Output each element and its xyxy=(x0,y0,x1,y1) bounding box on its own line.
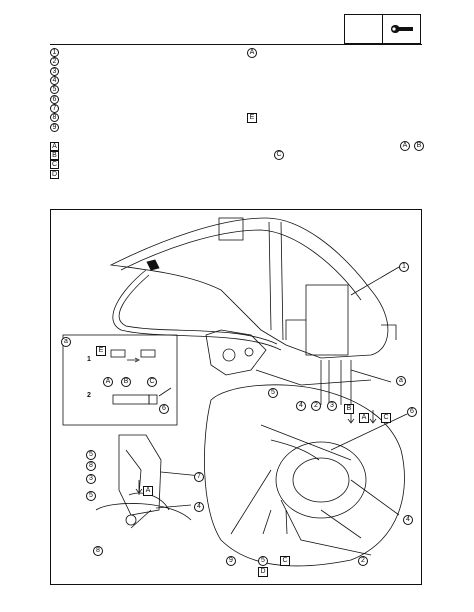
callout: 5 xyxy=(258,556,268,566)
ref-mark: C xyxy=(274,150,284,160)
callout: C xyxy=(280,556,290,566)
legend-item: 9 xyxy=(50,122,59,132)
legend-number: 8 xyxy=(50,113,59,123)
legend-letter: C xyxy=(50,160,59,170)
callout: 3 xyxy=(86,474,96,484)
callout: C xyxy=(381,413,391,423)
callout: 5 xyxy=(86,491,96,501)
callout: 4 xyxy=(403,515,413,525)
legend-item: D xyxy=(50,169,59,179)
legend-letter: D xyxy=(50,169,59,179)
legend-item: C xyxy=(50,160,59,170)
callout: B xyxy=(121,377,131,387)
legend-number: 7 xyxy=(50,103,59,113)
ref-mark: A xyxy=(400,141,410,151)
callout: 7 xyxy=(194,472,204,482)
callout: B xyxy=(344,404,354,414)
callout: 8 xyxy=(93,546,103,556)
callout: 5 xyxy=(86,450,96,460)
page-badge xyxy=(344,14,421,44)
legend-number: 4 xyxy=(50,76,59,86)
legend-item: 4 xyxy=(50,76,59,86)
legend-item: 3 xyxy=(50,66,59,76)
legend-item: 8 xyxy=(50,113,59,123)
legend-letter: B xyxy=(50,151,59,161)
callout: C xyxy=(147,377,157,387)
legend-number: 1 xyxy=(50,48,59,58)
callout: 9 xyxy=(226,556,236,566)
legend-item: 5 xyxy=(50,85,59,95)
callout: a xyxy=(396,376,406,386)
callout: 2 xyxy=(358,556,368,566)
badge-divider xyxy=(382,15,383,43)
callout: A xyxy=(143,486,153,496)
wrench-icon xyxy=(391,24,413,34)
legend-item: 1 xyxy=(50,48,59,58)
legend-number: 5 xyxy=(50,85,59,95)
callout: 2 xyxy=(311,401,321,411)
inset-label: 1 xyxy=(87,356,91,363)
callout: 5 xyxy=(268,388,278,398)
legend-item: 7 xyxy=(50,103,59,113)
callout: 4 xyxy=(194,502,204,512)
legend-number: 2 xyxy=(50,57,59,67)
inset-label: 2 xyxy=(87,392,91,399)
legend-item: 2 xyxy=(50,57,59,67)
legend-item: 6 xyxy=(50,94,59,104)
ref-mark: A xyxy=(247,48,257,58)
callout: E xyxy=(96,346,106,356)
callout: 8 xyxy=(86,461,96,471)
ref-mark: B xyxy=(414,141,424,151)
callout: D xyxy=(258,567,268,577)
diagram-drawing xyxy=(62,217,408,567)
callout: A xyxy=(103,377,113,387)
legend: 1 2 3 4 5 6 7 8 9 A B C D xyxy=(50,48,59,179)
legend-item: A xyxy=(50,141,59,151)
callout: 6 xyxy=(159,404,169,414)
callout: 3 xyxy=(327,401,337,411)
ref-mark: E xyxy=(247,113,257,123)
callout: A xyxy=(359,413,369,423)
callout: 4 xyxy=(296,401,306,411)
legend-item: B xyxy=(50,151,59,161)
callout: a xyxy=(61,337,71,347)
legend-number: 9 xyxy=(50,122,59,132)
header-rule xyxy=(50,44,422,45)
fuel-tank-diagram: 1 2 3 4 5 6 7 8 9 4 2 5 3 5 8 4 6 5 a a … xyxy=(50,209,422,585)
callout: 1 xyxy=(399,262,409,272)
legend-number: 6 xyxy=(50,94,59,104)
callout: 6 xyxy=(407,407,417,417)
legend-number: 3 xyxy=(50,66,59,76)
legend-letter: A xyxy=(50,141,59,151)
